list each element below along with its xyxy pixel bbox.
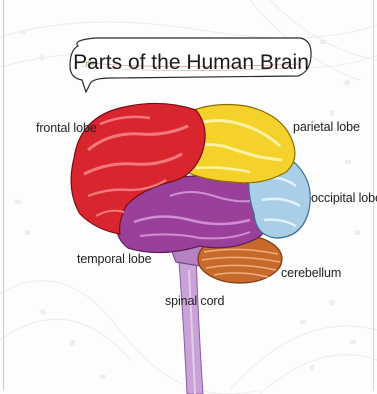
spinal-cord [178,250,203,394]
label-occipital-lobe: occipital lobe [311,191,377,205]
label-temporal-lobe: temporal lobe [77,252,151,266]
label-parietal-lobe: parietal lobe [293,120,360,134]
label-frontal-lobe: frontal lobe [36,121,97,135]
label-spinal-cord: spinal cord [165,294,224,308]
label-cerebellum: cerebellum [281,266,341,280]
